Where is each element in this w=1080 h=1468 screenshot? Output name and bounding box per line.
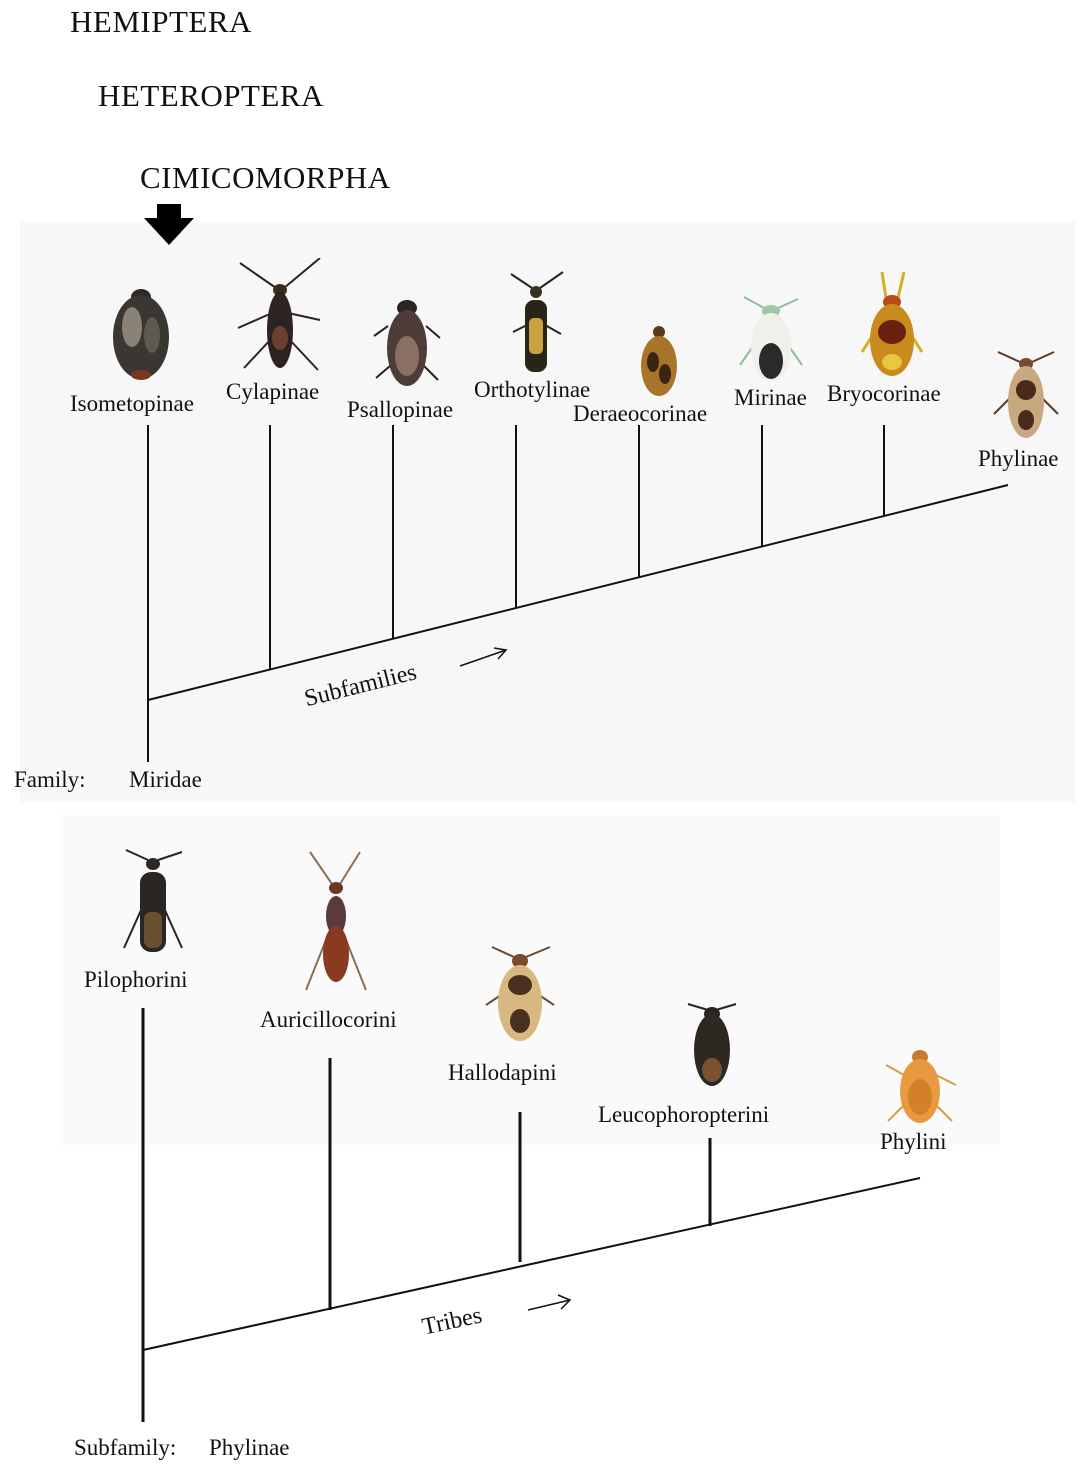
insect-icon — [300, 850, 372, 1000]
tribes-direction-arrow — [528, 1300, 570, 1310]
insect-icon — [990, 350, 1062, 442]
family-rank-label: Family: — [14, 768, 86, 791]
subfamily-name-label: Phylinae — [209, 1436, 290, 1459]
insect-icon — [230, 258, 330, 383]
taxon-label-leucophoropterini: Leucophoropterini — [598, 1103, 769, 1126]
insect-icon — [684, 1000, 740, 1088]
subfamily-rank-label: Subfamily: — [74, 1436, 176, 1459]
subfamily-tree — [148, 425, 1008, 762]
taxon-label-pilophorini: Pilophorini — [84, 968, 188, 991]
insect-icon — [482, 945, 558, 1045]
taxon-label-mirinae: Mirinae — [734, 386, 807, 409]
taxon-label-orthotylinae: Orthotylinae — [474, 378, 590, 401]
down-arrow-icon — [144, 204, 194, 245]
insect-icon — [858, 270, 926, 382]
tribe-baseline — [143, 1178, 920, 1350]
taxon-label-psallopinae: Psallopinae — [347, 398, 453, 421]
taxon-label-phylinae: Phylinae — [978, 447, 1059, 470]
taxon-label-isometopinae: Isometopinae — [70, 392, 194, 415]
insect-icon — [738, 295, 804, 385]
insect-icon — [635, 322, 683, 398]
insect-icon — [505, 270, 567, 378]
family-name-label: Miridae — [129, 768, 202, 791]
insect-icon — [372, 296, 442, 388]
taxon-label-phylini: Phylini — [880, 1130, 946, 1153]
taxon-label-hallodapini: Hallodapini — [448, 1061, 557, 1084]
insect-icon — [108, 275, 174, 385]
subfamily-baseline — [148, 485, 1008, 700]
taxon-label-cylapinae: Cylapinae — [226, 380, 319, 403]
insect-icon — [118, 848, 188, 958]
taxon-label-auricillocorini: Auricillocorini — [260, 1008, 397, 1031]
insect-icon — [882, 1045, 958, 1125]
taxon-label-bryocorinae: Bryocorinae — [827, 382, 941, 405]
taxon-label-deraeocorinae: Deraeocorinae — [573, 402, 707, 425]
